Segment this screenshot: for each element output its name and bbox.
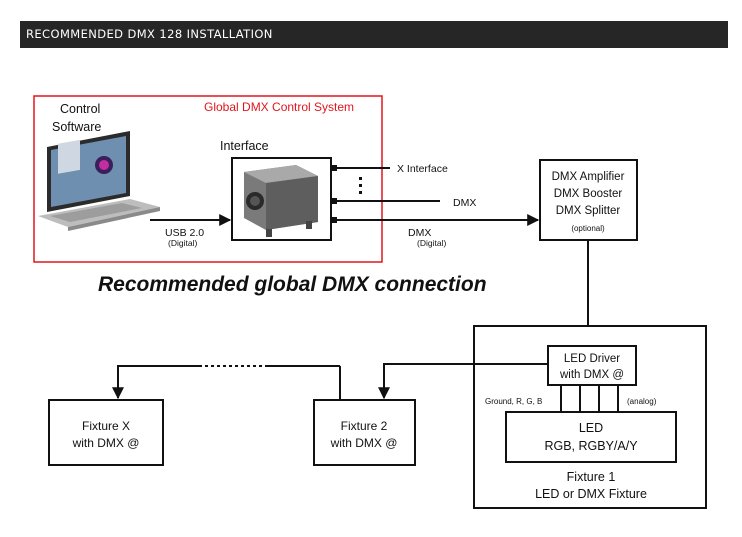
led-driver-box — [547, 345, 637, 386]
amplifier-line-1: DMX Amplifier — [552, 171, 625, 183]
section-header-bar: RECOMMENDED DMX 128 INSTALLATION — [20, 21, 728, 48]
amplifier-optional: (optional) — [571, 224, 605, 233]
ellipsis-dots — [359, 177, 362, 194]
fixture-2-line-2: with DMX @ — [330, 436, 398, 450]
led-driver-line-2: with DMX @ — [559, 369, 624, 381]
analog-label: (analog) — [627, 397, 657, 406]
led-driver-line-1: LED Driver — [564, 353, 620, 365]
dmx-amplifier-box — [539, 159, 638, 241]
control-system-label: Global DMX Control System — [204, 100, 354, 114]
usb-sub-label: (Digital) — [168, 238, 197, 248]
fixture-1-line-2: LED or DMX Fixture — [535, 487, 647, 501]
fixture-x-line-1: Fixture X — [82, 419, 130, 433]
interface-port-3 — [331, 217, 337, 223]
diagram-headline: Recommended global DMX connection — [98, 273, 487, 296]
interface-label: Interface — [220, 139, 269, 153]
fixture-1-line-1: Fixture 1 — [567, 470, 616, 484]
ground-rgb-label: Ground, R, G, B — [485, 397, 542, 406]
usb-label: USB 2.0 — [165, 227, 204, 239]
interface-device-icon — [244, 165, 318, 237]
laptop-icon — [38, 131, 160, 231]
dmx-label-1: DMX — [453, 197, 476, 209]
section-title: RECOMMENDED DMX 128 INSTALLATION — [26, 27, 273, 41]
chain-to-fixture-x-line — [112, 365, 200, 400]
control-software-label-2: Software — [52, 120, 101, 134]
control-system-frame — [33, 95, 383, 263]
fixture-x-line-2: with DMX @ — [72, 436, 140, 450]
driver-to-fixture-2-line — [378, 363, 548, 400]
fixture-2-box — [313, 399, 416, 466]
control-software-label-1: Control — [60, 102, 100, 116]
driver-led-wires — [560, 385, 619, 412]
fixture-x-box — [48, 399, 164, 466]
dmx-label-2: DMX — [408, 227, 431, 239]
led-line-2: RGB, RGBY/A/Y — [544, 439, 638, 453]
interface-port-2 — [331, 198, 337, 204]
interface-port-1 — [331, 165, 337, 171]
led-line-1: LED — [579, 421, 603, 435]
amplifier-line-3: DMX Splitter — [556, 205, 621, 217]
fixture-2-line-1: Fixture 2 — [341, 419, 388, 433]
led-box — [505, 411, 677, 463]
amplifier-line-2: DMX Booster — [554, 188, 623, 200]
dmx-label-2-sub: (Digital) — [417, 238, 446, 248]
x-interface-label: X Interface — [397, 163, 448, 175]
